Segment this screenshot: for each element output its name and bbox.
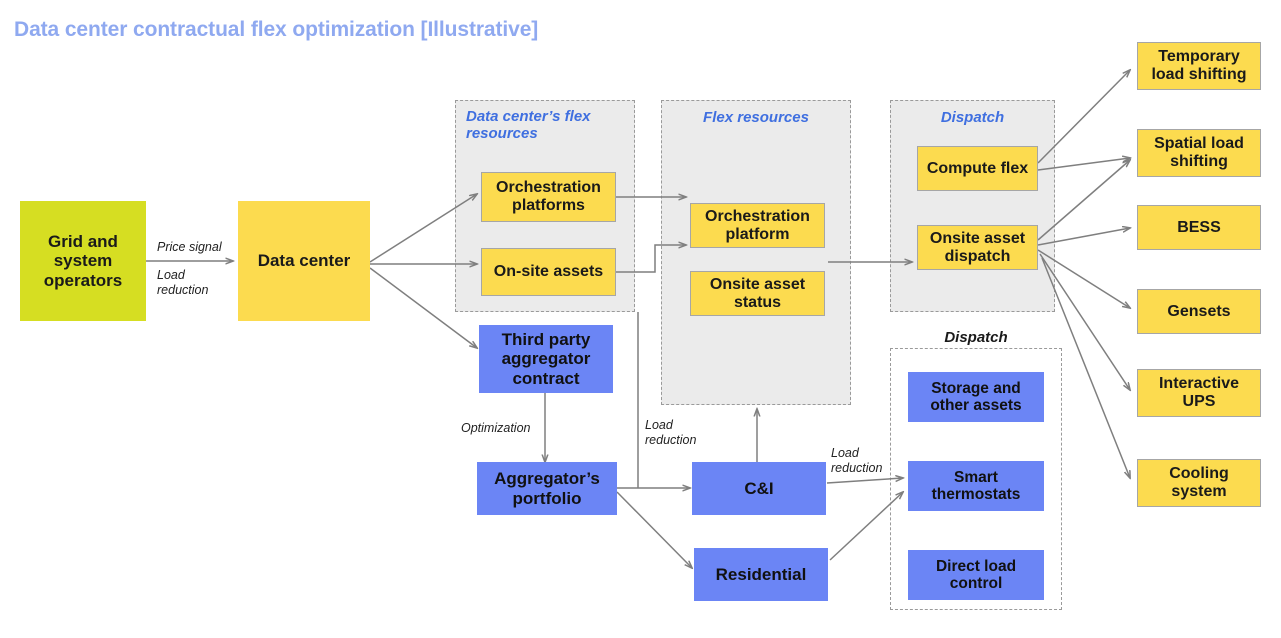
node-orchestration-platforms[interactable]: Orchestration platforms [481,172,616,222]
group-dc-flex-resources-title: Data center’s flex resources [466,108,591,143]
edge-label-load-reduction-right: Load reduction [831,446,883,475]
node-on-site-assets[interactable]: On-site assets [481,248,616,296]
node-data-center-label: Data center [257,251,351,271]
node-third-party-aggregator-contract-label: Third party aggregator contract [501,330,591,388]
edge-label-optimization: Optimization [461,421,531,435]
group-dispatch-bottom-title: Dispatch [944,329,1008,346]
edge-label-price-signal: Price signal [157,240,222,254]
node-temporary-load-shifting[interactable]: Temporary load shifting [1137,42,1261,90]
node-bess[interactable]: BESS [1137,205,1261,250]
node-storage-and-other-assets[interactable]: Storage and other assets [908,372,1044,422]
node-orchestration-platforms-label: Orchestration platforms [496,179,601,214]
node-cooling-system-label: Cooling system [1169,465,1229,500]
node-storage-and-other-assets-label: Storage and other assets [930,379,1022,414]
group-dispatch-top [890,100,1055,312]
node-orchestration-platform[interactable]: Orchestration platform [690,203,825,248]
node-onsite-asset-status[interactable]: Onsite asset status [690,271,825,316]
node-interactive-ups[interactable]: Interactive UPS [1137,369,1261,417]
node-orchestration-platform-label: Orchestration platform [705,207,810,243]
node-smart-thermostats[interactable]: Smart thermostats [908,461,1044,511]
group-dispatch-top-title: Dispatch [940,109,1005,126]
node-residential[interactable]: Residential [694,548,828,601]
node-spatial-load-shifting-label: Spatial load shifting [1154,135,1244,170]
group-flex-resources [661,100,851,405]
node-onsite-asset-dispatch-label: Onsite asset dispatch [929,229,1026,265]
node-ci-label: C&I [744,478,774,498]
node-gensets-label: Gensets [1167,302,1231,320]
node-onsite-asset-dispatch[interactable]: Onsite asset dispatch [917,225,1038,270]
node-direct-load-control[interactable]: Direct load control [908,550,1044,600]
node-gensets[interactable]: Gensets [1137,289,1261,334]
node-bess-label: BESS [1177,218,1221,236]
node-aggregators-portfolio-label: Aggregator’s portfolio [494,469,600,508]
node-direct-load-control-label: Direct load control [935,557,1017,592]
node-ci[interactable]: C&I [692,462,826,515]
node-grid-and-system-operators[interactable]: Grid and system operators [20,201,146,321]
node-spatial-load-shifting[interactable]: Spatial load shifting [1137,129,1261,177]
node-aggregators-portfolio[interactable]: Aggregator’s portfolio [477,462,617,515]
node-temporary-load-shifting-label: Temporary load shifting [1151,48,1247,83]
edge-label-load-reduction-grid: Load reduction [157,268,209,297]
edge-label-load-reduction-mid: Load reduction [645,418,697,447]
group-flex-resources-title: Flex resources [703,109,809,126]
node-cooling-system[interactable]: Cooling system [1137,459,1261,507]
node-compute-flex[interactable]: Compute flex [917,146,1038,191]
node-data-center[interactable]: Data center [238,201,370,321]
node-compute-flex-label: Compute flex [926,159,1029,177]
node-grid-and-system-operators-label: Grid and system operators [43,232,123,290]
node-onsite-asset-status-label: Onsite asset status [709,275,806,311]
node-on-site-assets-label: On-site assets [493,263,604,281]
page-title: Data center contractual flex optimizatio… [14,18,539,41]
node-interactive-ups-label: Interactive UPS [1158,375,1240,410]
node-third-party-aggregator-contract[interactable]: Third party aggregator contract [479,325,613,393]
node-smart-thermostats-label: Smart thermostats [931,468,1021,503]
node-residential-label: Residential [715,564,807,584]
